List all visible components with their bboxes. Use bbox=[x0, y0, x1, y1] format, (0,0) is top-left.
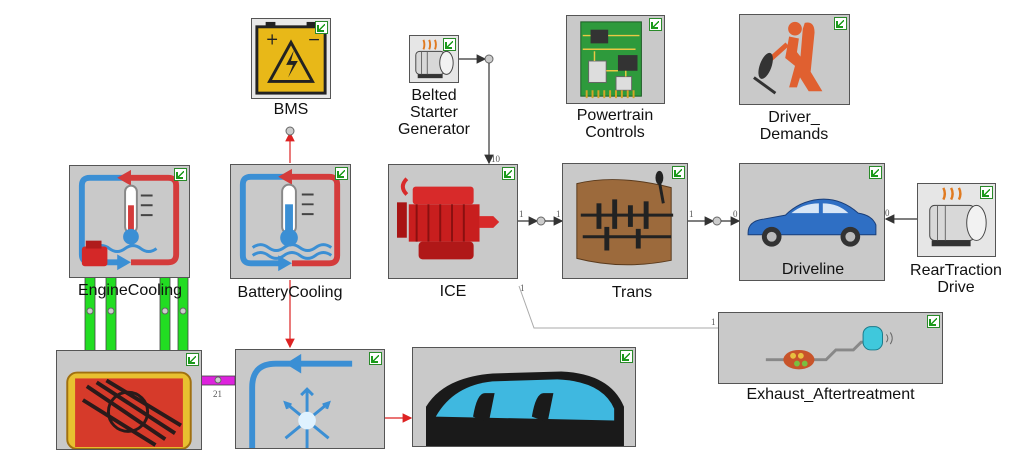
driver-label-line: Driver_ bbox=[768, 109, 820, 126]
svg-text:+: + bbox=[266, 30, 279, 48]
driver-label-line: Demands bbox=[759, 126, 829, 143]
bms-port-node[interactable] bbox=[285, 126, 295, 136]
powertrain-label-line: Powertrain bbox=[576, 107, 654, 124]
svg-text:−: − bbox=[308, 30, 321, 48]
chiller-block[interactable] bbox=[235, 349, 385, 449]
expand-icon[interactable] bbox=[869, 166, 882, 179]
cooling-loop-icon bbox=[239, 168, 341, 272]
engine-cooling-label: EngineCooling bbox=[77, 282, 183, 299]
expand-icon[interactable] bbox=[927, 315, 940, 328]
powertrain-controls-label: Powertrain Controls bbox=[560, 107, 670, 141]
snowflake-icon bbox=[249, 353, 353, 448]
bsg-port-node[interactable] bbox=[484, 54, 494, 64]
radiator-fan-icon bbox=[66, 371, 192, 449]
radiator-block[interactable] bbox=[56, 350, 202, 450]
engine-cooling-block[interactable] bbox=[69, 165, 190, 278]
trans-port-node[interactable] bbox=[712, 216, 722, 226]
expand-icon[interactable] bbox=[369, 352, 382, 365]
driveline-block[interactable]: Driveline bbox=[739, 163, 885, 281]
rear-label-line: RearTraction bbox=[910, 262, 1002, 279]
driveline-label: Driveline bbox=[781, 261, 845, 278]
car-icon bbox=[747, 198, 877, 247]
expand-icon[interactable] bbox=[443, 38, 456, 51]
rear-label-line: Drive bbox=[937, 279, 975, 296]
port-num-ice-out: 1 bbox=[519, 209, 524, 219]
port-num-trans-out: 1 bbox=[689, 209, 694, 219]
motor-icon bbox=[929, 187, 987, 247]
bms-block[interactable]: + − bbox=[251, 18, 331, 99]
cabin-block[interactable] bbox=[412, 347, 636, 447]
cooling-loop-icon bbox=[78, 169, 180, 271]
port-num-bsg: 10 bbox=[491, 154, 501, 164]
expand-icon[interactable] bbox=[620, 350, 633, 363]
port-num-trans-in: 1 bbox=[556, 209, 561, 219]
expand-icon[interactable] bbox=[834, 17, 847, 30]
trans-block[interactable] bbox=[562, 163, 688, 279]
bsg-label-line: Generator bbox=[397, 121, 471, 138]
driver-seat-icon bbox=[753, 21, 823, 95]
expand-icon[interactable] bbox=[502, 167, 515, 180]
expand-icon[interactable] bbox=[315, 21, 328, 34]
engine-icon bbox=[396, 177, 500, 260]
bsg-label: Belted Starter Generator bbox=[388, 87, 480, 138]
belted-starter-generator-block[interactable] bbox=[409, 35, 459, 83]
exhaust-aftertreatment-block[interactable] bbox=[718, 312, 943, 384]
driver-demands-label: Driver_ Demands bbox=[735, 109, 853, 143]
expand-icon[interactable] bbox=[980, 186, 993, 199]
driver-demands-block[interactable] bbox=[739, 14, 850, 105]
car-cabin-icon bbox=[426, 371, 624, 446]
port-num-exhaust-in: 1 bbox=[711, 317, 716, 327]
port-num-radiator: 21 bbox=[213, 389, 222, 399]
rear-traction-label: RearTraction Drive bbox=[897, 262, 1015, 296]
powertrain-controls-block[interactable] bbox=[566, 15, 665, 104]
ice-port-node[interactable] bbox=[536, 216, 546, 226]
port-num-driveline-out: 0 bbox=[885, 208, 890, 218]
port-num-ice-exhaust: 1 bbox=[520, 283, 525, 293]
circuit-board-icon bbox=[580, 21, 642, 99]
expand-icon[interactable] bbox=[335, 167, 348, 180]
port-num-driveline-in: 0 bbox=[733, 209, 738, 219]
rear-traction-drive-block[interactable] bbox=[917, 183, 996, 257]
expand-icon[interactable] bbox=[174, 168, 187, 181]
expand-icon[interactable] bbox=[186, 353, 199, 366]
bms-label: BMS bbox=[273, 101, 309, 118]
exhaust-label: Exhaust_Aftertreatment bbox=[746, 386, 915, 403]
powertrain-label-line: Controls bbox=[585, 124, 645, 141]
trans-label: Trans bbox=[611, 284, 653, 301]
battery-cooling-label: BatteryCooling bbox=[237, 284, 343, 301]
motor-icon bbox=[415, 39, 454, 79]
ice-block[interactable] bbox=[388, 164, 518, 279]
expand-icon[interactable] bbox=[672, 166, 685, 179]
bsg-label-line: Starter bbox=[409, 104, 458, 121]
expand-icon[interactable] bbox=[649, 18, 662, 31]
gearbox-icon bbox=[576, 170, 674, 266]
ice-exhaust-link[interactable] bbox=[518, 285, 718, 329]
ice-label: ICE bbox=[439, 283, 467, 300]
bsg-label-line: Belted bbox=[411, 87, 457, 104]
battery-cooling-block[interactable] bbox=[230, 164, 351, 279]
battery-warning-icon: + − bbox=[255, 21, 327, 95]
exhaust-pipe-icon bbox=[765, 326, 893, 370]
